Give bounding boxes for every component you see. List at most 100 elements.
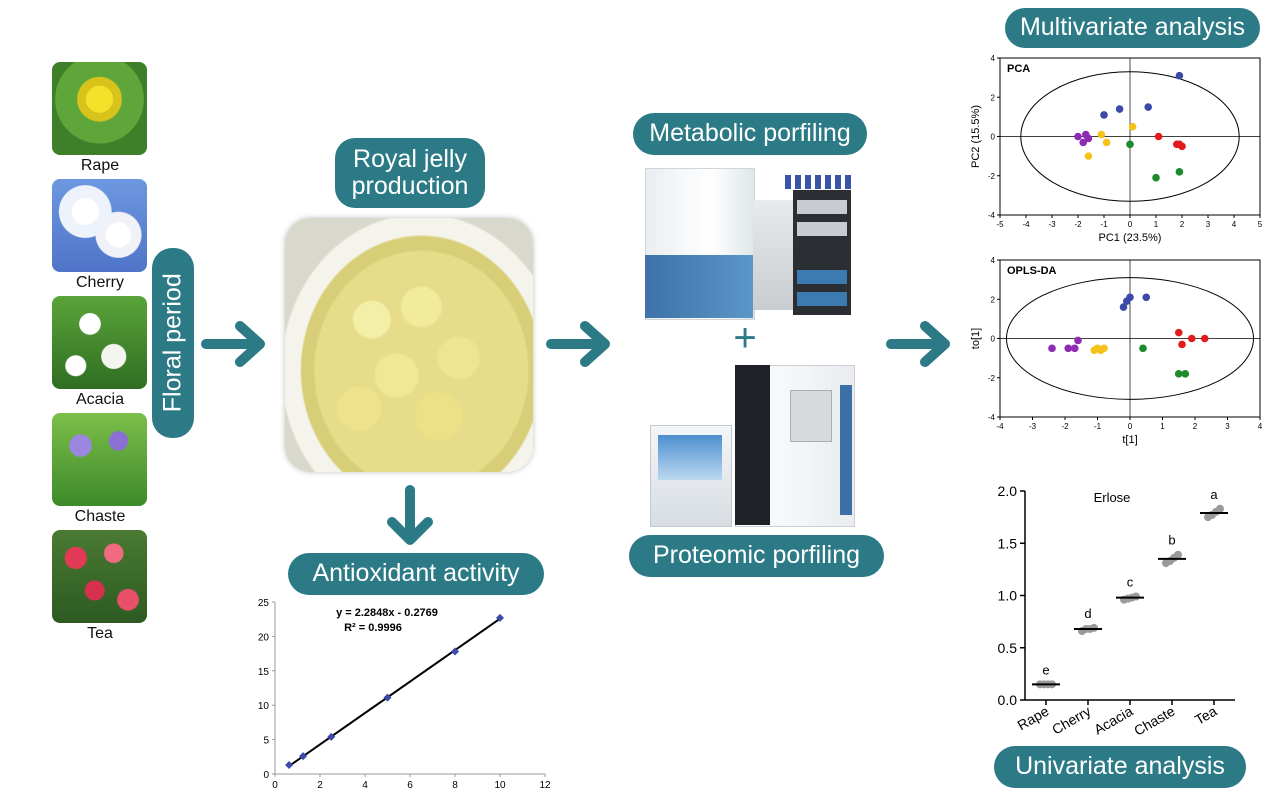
x-tick-label: 4 <box>362 780 368 791</box>
x-tick-label: 1 <box>1160 422 1165 431</box>
chart-title: Erlose <box>1094 490 1131 505</box>
arrow-right-icon <box>546 321 610 367</box>
arrow-right-icon <box>886 321 950 367</box>
category-label: Tea <box>1192 703 1220 728</box>
flower-label-acacia: Acacia <box>75 391 125 408</box>
x-axis-label: t[1] <box>1122 434 1137 446</box>
sample-point <box>1082 130 1090 139</box>
acacia-flower-image <box>52 296 147 389</box>
x-tick-label: -5 <box>996 220 1004 229</box>
cherry-flower-image <box>52 179 147 272</box>
proteomic-profiling-label: Proteomic porfiling <box>629 535 884 577</box>
sample-point <box>1128 122 1137 131</box>
sample-point <box>1079 138 1087 147</box>
flower-label-rape: Rape <box>80 157 120 174</box>
sample-point <box>1132 592 1140 601</box>
x-tick-label: 2 <box>317 780 323 791</box>
x-tick-label: 0 <box>1128 422 1133 431</box>
y-tick-label: 20 <box>258 632 270 643</box>
y-tick-label: 10 <box>258 701 270 712</box>
confidence-ellipse <box>1020 71 1240 202</box>
category-label: Chaste <box>1131 703 1178 739</box>
category-label: Rape <box>1015 703 1052 734</box>
x-tick-label: 0 <box>272 780 278 791</box>
sample-point <box>1174 370 1183 378</box>
flower-label-chaste: Chaste <box>74 508 126 525</box>
y-tick-label: 4 <box>991 54 996 63</box>
sample-point <box>1048 344 1056 353</box>
x-tick-label: 3 <box>1206 220 1211 229</box>
significance-letter: a <box>1210 487 1218 502</box>
sample-point <box>1097 130 1106 139</box>
x-tick-label: -3 <box>1048 220 1056 229</box>
sample-point <box>1100 111 1108 119</box>
category-label: Cherry <box>1049 703 1093 738</box>
plus-sign: + <box>733 316 757 360</box>
equation-label: y = 2.2848x - 0.2769 <box>336 607 438 619</box>
metabolic-profiling-label: Metabolic porfiling <box>633 113 867 155</box>
y-tick-label: 0 <box>991 335 996 344</box>
y-tick-label: 0.0 <box>998 692 1018 708</box>
x-tick-label: 4 <box>1232 220 1237 229</box>
y-tick-label: 25 <box>258 598 270 609</box>
y-tick-label: 1.0 <box>998 588 1018 604</box>
antioxidant-activity-label: Antioxidant activity <box>288 553 544 595</box>
y-tick-label: 2 <box>991 295 996 304</box>
sample-point <box>1187 334 1196 343</box>
sample-point <box>1142 293 1151 302</box>
sample-point <box>1175 71 1184 80</box>
arrow-right-icon <box>201 321 265 367</box>
lc-ms-instrument-image <box>645 160 855 325</box>
significance-letter: d <box>1084 606 1091 621</box>
category-label: Acacia <box>1091 703 1136 738</box>
tea-flower-image <box>52 530 147 623</box>
proteomic-instrument-image <box>650 365 855 530</box>
sample-point <box>1126 140 1134 149</box>
chart-title: PCA <box>1007 63 1030 75</box>
x-tick-label: 5 <box>1258 220 1263 229</box>
flower-label-cherry: Cherry <box>75 274 124 291</box>
x-tick-label: -2 <box>1074 220 1082 229</box>
y-tick-label: -4 <box>988 413 996 422</box>
sample-point <box>1178 142 1186 151</box>
sample-point <box>1152 173 1160 182</box>
sample-point <box>1064 344 1073 353</box>
x-tick-label: -1 <box>1094 422 1102 431</box>
x-tick-label: 2 <box>1180 220 1185 229</box>
y-tick-label: 1.5 <box>998 535 1018 551</box>
x-tick-label: -4 <box>996 422 1004 431</box>
y-tick-label: 4 <box>991 256 996 265</box>
data-point <box>285 761 294 770</box>
x-tick-label: -1 <box>1100 220 1108 229</box>
sample-point <box>1074 132 1082 141</box>
x-tick-label: 6 <box>407 780 413 791</box>
fit-line <box>288 617 501 767</box>
sample-point <box>1139 344 1147 353</box>
data-point <box>496 613 504 622</box>
y-tick-label: -2 <box>988 374 996 383</box>
y-tick-label: 5 <box>263 736 269 747</box>
x-tick-label: -3 <box>1029 422 1037 431</box>
sample-point <box>1100 344 1108 353</box>
multivariate-analysis-label: Multivariate analysis <box>1005 8 1260 48</box>
x-tick-label: 12 <box>539 780 551 791</box>
y-tick-label: 0 <box>991 133 996 142</box>
floral-period-label: Floral period <box>152 248 194 438</box>
sample-point <box>1074 336 1082 345</box>
y-tick-label: -2 <box>988 172 996 181</box>
significance-letter: c <box>1127 575 1134 590</box>
r2-label: R² = 0.9996 <box>344 622 402 634</box>
royal-jelly-production-label: Royal jelly production <box>335 138 485 208</box>
royal-jelly-image <box>285 218 533 472</box>
x-tick-label: 0 <box>1128 220 1133 229</box>
sample-point <box>1174 550 1182 559</box>
data-point <box>451 647 459 656</box>
sample-point <box>1200 334 1209 343</box>
rape-flower-image <box>52 62 147 155</box>
sample-point <box>1154 132 1163 141</box>
y-axis-label: PC2 (15.5%) <box>970 105 982 168</box>
sample-point <box>1175 168 1184 176</box>
sample-point <box>1181 370 1190 378</box>
